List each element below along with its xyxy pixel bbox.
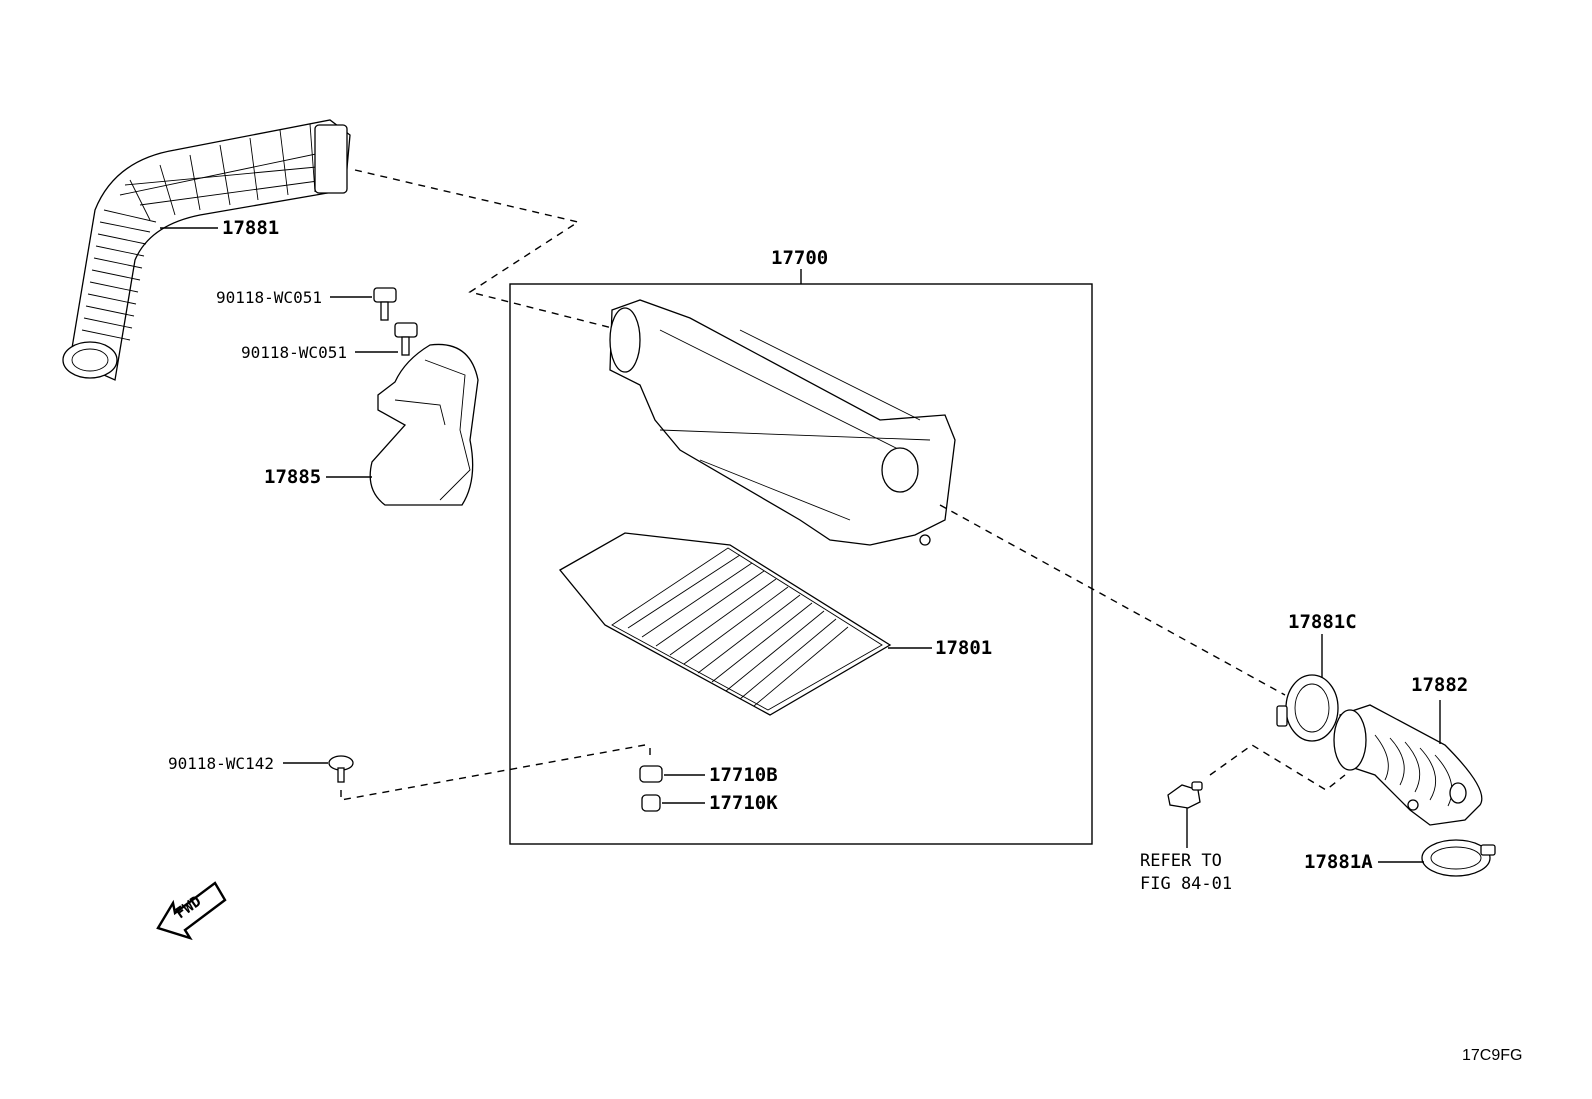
label-bolt-lower: 90118-WC051 [241,343,347,362]
bolt-upper-icon [373,287,397,321]
label-17710b: 17710B [709,764,778,786]
air-duct [369,343,479,506]
grommet-b-icon [639,765,663,783]
bolt-lower-icon [394,322,418,356]
dash-hose-cleaner [354,169,621,331]
fwd-arrow-icon: FWD [156,881,227,941]
label-bolt-upper: 90118-WC051 [216,288,322,307]
label-17881a: 17881A [1304,851,1373,873]
clamp-a-icon [1421,839,1496,877]
label-17700: 17700 [771,247,828,269]
air-cleaner-housing [609,299,956,546]
diagram-code: 17C9FG [1462,1047,1522,1064]
label-17710k: 17710K [709,792,778,814]
label-17881: 17881 [222,217,279,239]
inlet-hose [62,119,351,381]
filter-element [559,532,892,716]
bolt-small-icon [328,755,354,783]
dash-sensor [1209,744,1346,791]
dash-bolt-grommet [340,744,646,801]
refer-note-line1: REFER TO [1140,851,1222,871]
clamp-c-icon [1276,674,1339,742]
label-17885: 17885 [264,466,321,488]
outlet-hose [1333,704,1483,826]
label-17881c: 17881C [1288,611,1357,633]
sensor-icon [1167,781,1203,809]
label-17882: 17882 [1411,674,1468,696]
refer-note-line2: FIG 84-01 [1140,874,1232,894]
label-bolt-small: 90118-WC142 [168,754,274,773]
dash-cleaner-outlet [939,504,1286,696]
label-17801: 17801 [935,637,992,659]
grommet-k-icon [641,794,661,812]
